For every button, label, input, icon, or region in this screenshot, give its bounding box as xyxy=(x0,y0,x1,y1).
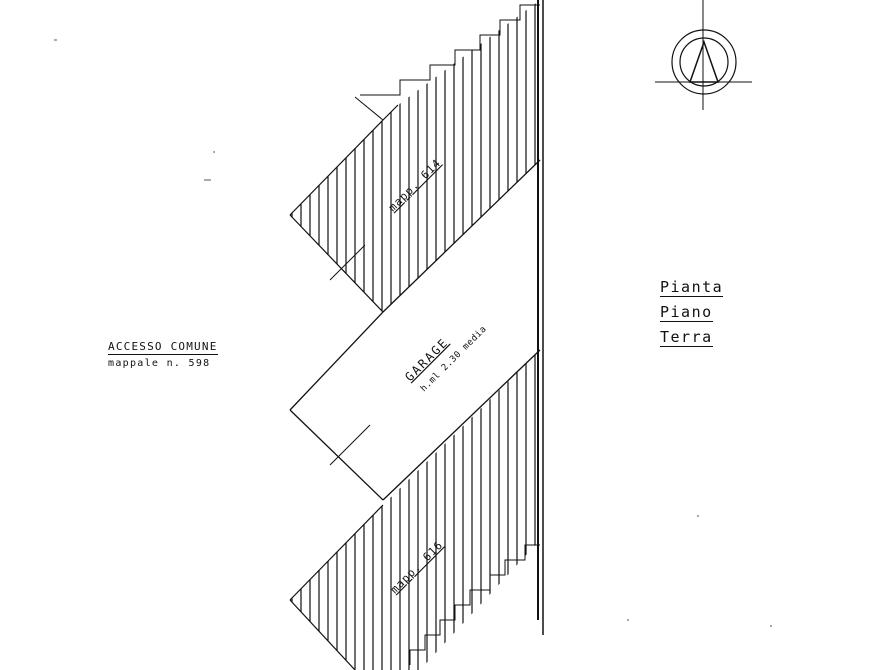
title-line-3: Terra xyxy=(660,328,713,347)
access-label-group: ACCESSO COMUNE mappale n. 598 xyxy=(108,340,218,369)
title-line-1: Pianta xyxy=(660,278,724,297)
garage-label: GARAGE xyxy=(402,335,451,384)
north-arrow-icon xyxy=(655,0,752,110)
parcel-north-hatch xyxy=(289,0,540,313)
east-wall xyxy=(537,0,544,635)
parcel-north-label: mapp. 614 xyxy=(386,156,444,214)
access-sub-label: mappale n. 598 xyxy=(108,358,211,369)
parcel-south-label: mapp. 616 xyxy=(388,538,446,596)
title-line-2: Piano xyxy=(660,303,713,322)
garage-room xyxy=(289,159,541,501)
parcel-south-hatch xyxy=(289,350,540,670)
scan-specks xyxy=(54,39,772,627)
plan-title: Pianta Piano Terra xyxy=(660,275,724,350)
access-label: ACCESSO COMUNE xyxy=(108,340,218,355)
